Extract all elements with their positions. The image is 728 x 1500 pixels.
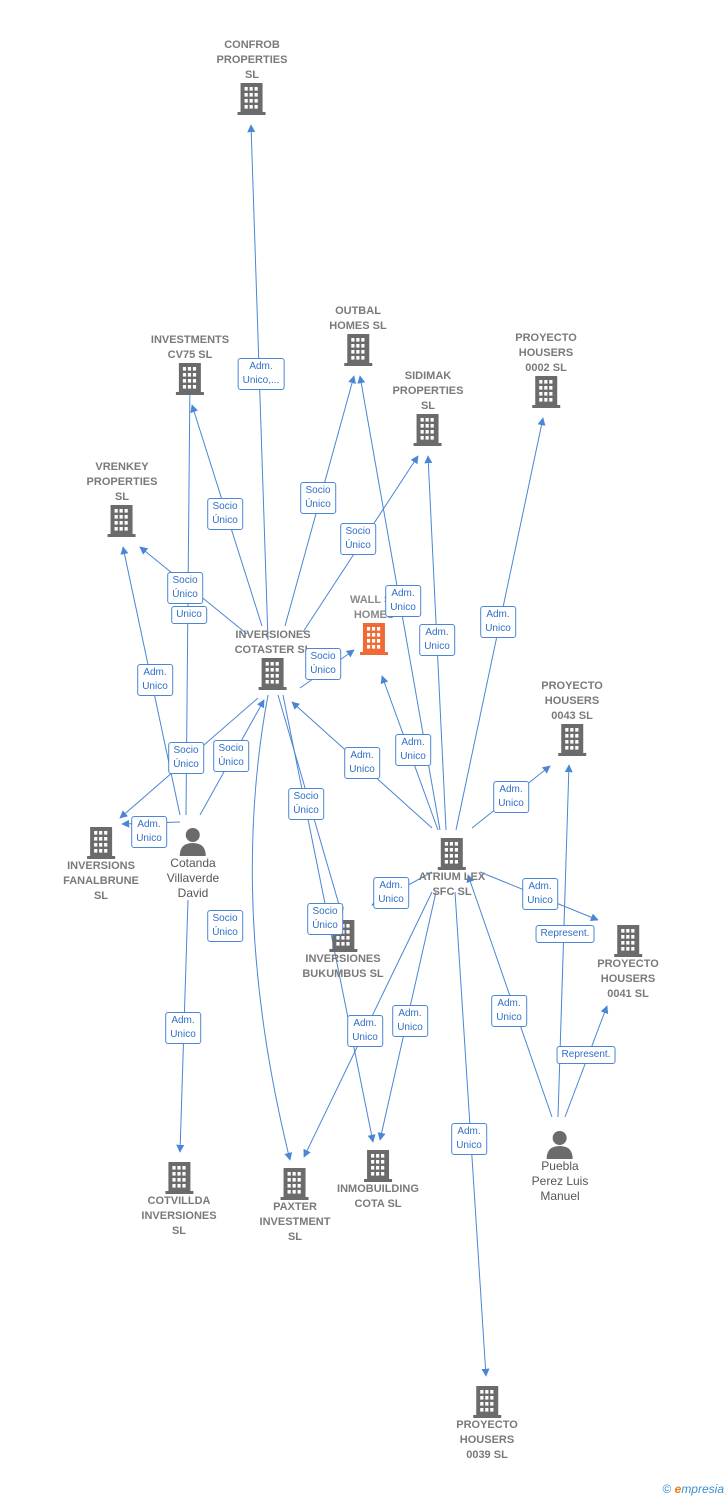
copyright-footer: © empresia (662, 1482, 724, 1496)
edge-label[interactable]: Adm. Unico (373, 877, 409, 909)
edge-label[interactable]: Adm. Unico (344, 747, 380, 779)
brand-initial: e (674, 1482, 682, 1496)
edge-label[interactable]: Adm. Unico (137, 664, 173, 696)
edge-label[interactable]: Socio Único (168, 742, 204, 774)
node-label: VRENKEY PROPERTIES SL (86, 461, 158, 503)
edge-label[interactable]: Represent. (535, 925, 595, 943)
edge-label[interactable]: Adm. Unico (491, 995, 527, 1027)
edge-label[interactable]: Adm. Unico,... (237, 358, 285, 390)
brand-name: mpresia (681, 1482, 724, 1496)
edge-label[interactable]: Adm. Unico (392, 1005, 428, 1037)
edge-label[interactable]: Socio Único (167, 572, 203, 604)
node-label: INVERSIONES BUKUMBUS SL (302, 953, 384, 980)
edge-label[interactable]: Socio Único (307, 903, 343, 935)
building-icon (329, 334, 386, 366)
node-fanalbrune[interactable]: INVERSIONS FANALBRUNE SL (63, 827, 139, 904)
node-vrenkey[interactable]: VRENKEY PROPERTIES SL (86, 460, 158, 537)
node-sidimak[interactable]: SIDIMAK PROPERTIES SL (392, 369, 464, 446)
edge-label[interactable]: Socio Único (300, 482, 336, 514)
building-icon (217, 83, 288, 115)
building-icon (350, 623, 398, 655)
building-icon (87, 505, 158, 537)
building-icon (456, 1386, 518, 1418)
building-icon (141, 1162, 216, 1194)
building-icon (63, 827, 139, 859)
node-atrium[interactable]: ATRIUM LEX SFC SL (419, 838, 485, 900)
edge-label[interactable]: Socio Único (207, 910, 243, 942)
building-icon (541, 724, 603, 756)
node-inmobuilding[interactable]: INMOBUILDING COTA SL (337, 1150, 419, 1212)
building-icon (597, 925, 659, 957)
node-ph0041[interactable]: PROYECTO HOUSERS 0041 SL (597, 925, 659, 1002)
node-investments[interactable]: INVESTMENTS CV75 SL (151, 333, 229, 395)
edge-label[interactable]: Socio Único (213, 740, 249, 772)
node-puebla[interactable]: Puebla Perez Luis Manuel (531, 1129, 589, 1204)
node-label: COTVILLDA INVERSIONES SL (141, 1195, 217, 1237)
node-ph0002[interactable]: PROYECTO HOUSERS 0002 SL (515, 331, 577, 408)
edge-label[interactable]: Adm. Unico (131, 816, 167, 848)
edge-label[interactable]: Adm. Unico (451, 1123, 487, 1155)
node-label: OUTBAL HOMES SL (329, 305, 387, 332)
node-ph0039[interactable]: PROYECTO HOUSERS 0039 SL (456, 1386, 518, 1463)
node-outbal[interactable]: OUTBAL HOMES SL (329, 304, 387, 366)
edge-label[interactable]: Represent. (556, 1046, 616, 1064)
node-label: Cotanda Villaverde David (166, 856, 220, 900)
edge-label[interactable]: Adm. Unico (522, 878, 558, 910)
edge-label[interactable]: Adm. Unico (493, 781, 529, 813)
edge-label[interactable]: Adm. Unico (419, 624, 455, 656)
node-wallst[interactable]: WALL ST HOMES (350, 593, 398, 655)
node-cotaster[interactable]: INVERSIONES COTASTER SL (234, 628, 312, 690)
person-icon (167, 826, 219, 856)
node-paxter[interactable]: PAXTER INVESTMENT SL (259, 1168, 331, 1245)
node-label: PROYECTO HOUSERS 0041 SL (597, 958, 659, 1000)
copyright-symbol: © (662, 1482, 672, 1496)
building-icon (337, 1150, 419, 1182)
building-icon (515, 376, 577, 408)
edge-label[interactable]: Socio Único (207, 498, 243, 530)
node-cotvillda[interactable]: COTVILLDA INVERSIONES SL (141, 1162, 217, 1239)
node-cotanda[interactable]: Cotanda Villaverde David (167, 826, 219, 901)
node-label: INVESTMENTS CV75 SL (150, 334, 230, 361)
node-label: PROYECTO HOUSERS 0039 SL (456, 1419, 518, 1461)
node-label: INVERSIONS FANALBRUNE SL (63, 860, 139, 902)
node-label: PAXTER INVESTMENT SL (259, 1201, 331, 1243)
edge-label[interactable]: Socio Único (340, 523, 376, 555)
node-label: PROYECTO HOUSERS 0043 SL (541, 680, 603, 722)
node-label: Puebla Perez Luis Manuel (531, 1159, 589, 1203)
edge-cotaster-to-paxter (251, 694, 293, 1161)
person-icon (532, 1129, 589, 1159)
edge-label[interactable]: Socio Único (305, 648, 341, 680)
building-icon (235, 658, 312, 690)
node-label: ATRIUM LEX SFC SL (418, 871, 486, 898)
edge-label[interactable]: Adm. Unico (165, 1012, 201, 1044)
edge-label[interactable]: Socio Único (288, 788, 324, 820)
building-icon (393, 414, 464, 446)
edge-label[interactable]: Adm. Unico (480, 606, 516, 638)
node-label: PROYECTO HOUSERS 0002 SL (515, 332, 577, 374)
building-icon (419, 838, 485, 870)
node-label: INMOBUILDING COTA SL (337, 1183, 419, 1210)
edge-label[interactable]: Adm. Unico (385, 585, 421, 617)
building-icon (260, 1168, 331, 1200)
edge-label[interactable]: Unico (171, 606, 207, 624)
node-confrob[interactable]: CONFROB PROPERTIES SL (216, 38, 288, 115)
node-label: INVERSIONES COTASTER SL (234, 629, 312, 656)
edge-label[interactable]: Adm. Unico (395, 734, 431, 766)
node-ph0043[interactable]: PROYECTO HOUSERS 0043 SL (541, 679, 603, 756)
building-icon (151, 363, 229, 395)
edge-label[interactable]: Adm. Unico (347, 1015, 383, 1047)
node-label: SIDIMAK PROPERTIES SL (392, 370, 464, 412)
node-label: CONFROB PROPERTIES SL (216, 39, 288, 81)
